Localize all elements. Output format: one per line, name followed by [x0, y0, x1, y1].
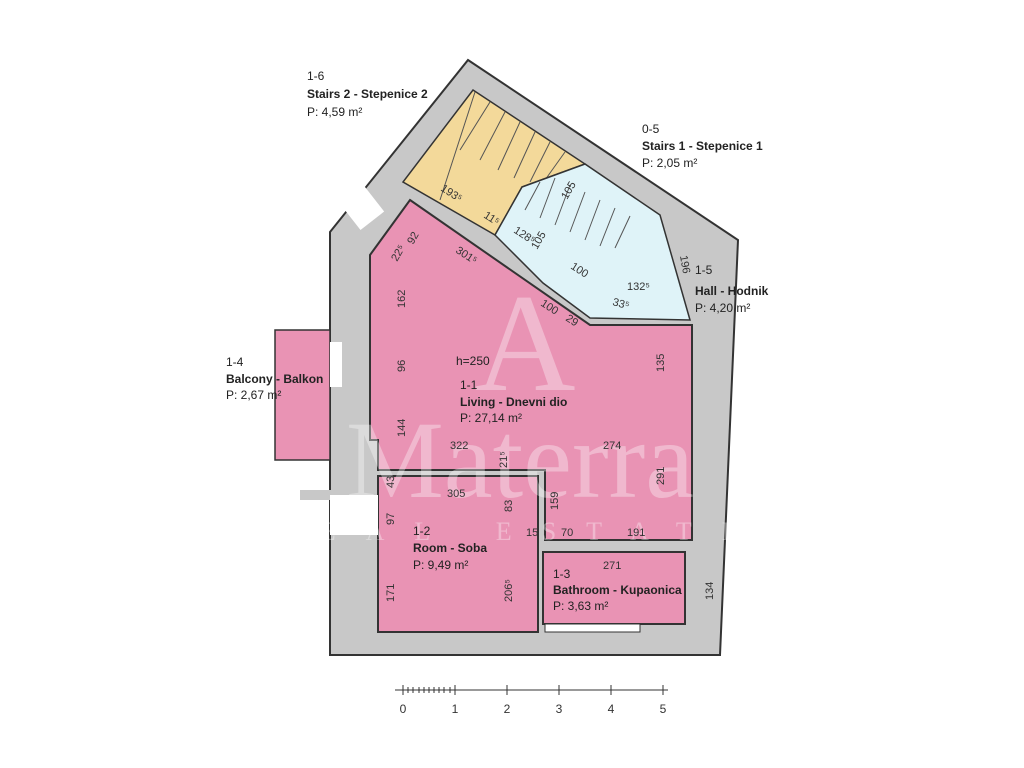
svg-text:96: 96 — [396, 360, 408, 372]
svg-text:1-5: 1-5 — [695, 263, 713, 277]
svg-text:1-3: 1-3 — [553, 567, 571, 581]
svg-text:P: 4,20 m²: P: 4,20 m² — [695, 301, 750, 315]
scale-labels: 0 1 2 3 4 5 — [400, 702, 667, 716]
ceiling-height: h=250 — [456, 354, 490, 368]
svg-text:0: 0 — [400, 702, 407, 716]
svg-text:291: 291 — [655, 467, 667, 485]
svg-text:Hall - Hodnik: Hall - Hodnik — [695, 284, 769, 298]
svg-text:70: 70 — [561, 527, 573, 539]
svg-text:134: 134 — [704, 582, 716, 600]
svg-text:162: 162 — [396, 290, 408, 308]
svg-text:15: 15 — [526, 527, 538, 539]
svg-text:Bathroom - Kupaonica: Bathroom - Kupaonica — [553, 583, 682, 597]
svg-text:171: 171 — [385, 584, 397, 602]
svg-text:97: 97 — [385, 513, 397, 525]
living-area — [369, 198, 693, 541]
svg-text:135: 135 — [655, 354, 667, 372]
svg-text:305: 305 — [447, 488, 465, 500]
svg-text:274: 274 — [603, 440, 621, 452]
watermark-tagline: REAL ESTATE — [272, 517, 767, 546]
svg-text:159: 159 — [549, 492, 561, 510]
room-area — [377, 475, 539, 633]
svg-text:191: 191 — [627, 527, 645, 539]
svg-text:92: 92 — [405, 230, 422, 247]
hall-area — [494, 163, 692, 321]
svg-text:322: 322 — [450, 440, 468, 452]
label-living: 1-1 Living - Dnevni dio P: 27,14 m² — [460, 378, 567, 425]
label-bathroom: 1-3 Bathroom - Kupaonica P: 3,63 m² — [553, 567, 682, 613]
lower-left-wall — [300, 490, 340, 500]
svg-text:83: 83 — [503, 500, 515, 512]
stairs-1-treads — [524, 177, 631, 249]
svg-text:5: 5 — [660, 702, 667, 716]
svg-text:1-6: 1-6 — [307, 69, 325, 83]
svg-text:1-4: 1-4 — [226, 355, 244, 369]
svg-text:P: 3,63 m²: P: 3,63 m² — [553, 599, 608, 613]
svg-text:Stairs 1 - Stepenice 1: Stairs 1 - Stepenice 1 — [642, 139, 763, 153]
label-room: 1-2 Room - Soba P: 9,49 m² — [413, 524, 487, 572]
lower-left-opening — [330, 495, 378, 535]
svg-text:29: 29 — [563, 312, 580, 329]
svg-text:Living - Dnevni dio: Living - Dnevni dio — [460, 395, 567, 409]
stairs-2-treads — [439, 91, 566, 201]
window-opening — [335, 180, 385, 230]
label-stairs-1: 0-5 Stairs 1 - Stepenice 1 P: 2,05 m² — [642, 122, 763, 170]
svg-text:P: 2,67 m²: P: 2,67 m² — [226, 388, 281, 402]
svg-text:206⁵: 206⁵ — [503, 579, 515, 602]
svg-text:Room - Soba: Room - Soba — [413, 541, 487, 555]
svg-text:3: 3 — [556, 702, 563, 716]
scale-bar — [395, 685, 668, 695]
label-stairs-2: 1-6 Stairs 2 - Stepenice 2 P: 4,59 m² — [307, 69, 428, 119]
svg-text:21⁵: 21⁵ — [498, 451, 510, 468]
watermark-logo: A — [474, 266, 575, 421]
svg-text:132⁵: 132⁵ — [627, 281, 650, 293]
svg-text:43: 43 — [385, 476, 397, 488]
svg-text:P: 27,14 m²: P: 27,14 m² — [460, 411, 522, 425]
svg-text:271: 271 — [603, 560, 621, 572]
label-balcony: 1-4 Balcony - Balkon P: 2,67 m² — [226, 355, 323, 402]
svg-text:4: 4 — [608, 702, 615, 716]
svg-text:P: 2,05 m²: P: 2,05 m² — [642, 156, 697, 170]
balcony-opening — [330, 342, 342, 387]
svg-text:1-1: 1-1 — [460, 378, 478, 392]
svg-text:P: 4,59 m²: P: 4,59 m² — [307, 105, 362, 119]
svg-text:Balcony - Balkon: Balcony - Balkon — [226, 372, 323, 386]
svg-text:2: 2 — [504, 702, 511, 716]
balcony-area — [274, 329, 331, 461]
svg-text:1: 1 — [452, 702, 459, 716]
svg-text:144: 144 — [396, 419, 408, 437]
svg-text:1-2: 1-2 — [413, 524, 431, 538]
svg-text:196: 196 — [677, 254, 692, 274]
svg-text:33⁵: 33⁵ — [611, 296, 630, 312]
svg-text:0-5: 0-5 — [642, 122, 660, 136]
svg-text:P: 9,49 m²: P: 9,49 m² — [413, 558, 468, 572]
label-hall: 1-5 Hall - Hodnik P: 4,20 m² — [695, 263, 769, 315]
bathroom-door — [544, 623, 641, 633]
svg-text:Stairs 2 - Stepenice 2: Stairs 2 - Stepenice 2 — [307, 87, 428, 101]
watermark-brand: Materra — [346, 399, 694, 521]
